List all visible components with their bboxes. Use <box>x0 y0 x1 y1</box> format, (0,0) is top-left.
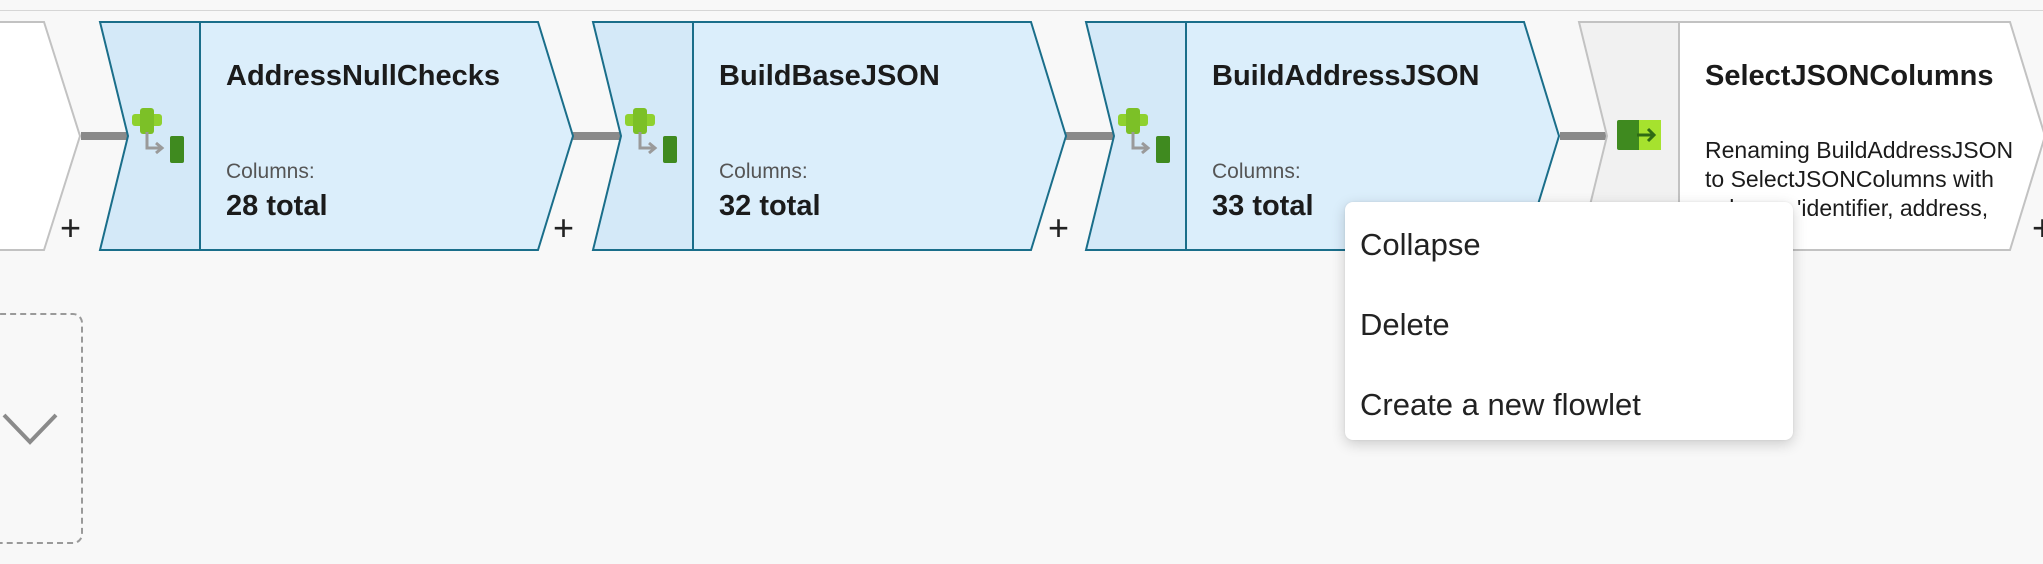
connector-line <box>1066 132 1113 140</box>
columns-count: 33 total <box>1212 190 1314 222</box>
columns-label: Columns: <box>719 160 808 183</box>
node-buildbasejson[interactable] <box>591 21 1068 251</box>
node-body <box>1186 22 1559 250</box>
node-icon-area <box>100 22 200 250</box>
node-title: BuildAddressJSON <box>1212 60 1480 92</box>
columns-label: Columns: <box>1212 160 1301 183</box>
add-transform-button[interactable]: + <box>553 207 575 248</box>
menu-item-collapse[interactable]: Collapse <box>1360 227 1481 262</box>
node-buildaddressjson[interactable] <box>1084 21 1561 251</box>
columns-label: Columns: <box>226 160 315 183</box>
previous-node[interactable] <box>0 21 82 251</box>
add-transform-button[interactable]: + <box>1048 207 1070 248</box>
connector-line <box>573 132 620 140</box>
connector-line <box>1560 132 1607 140</box>
node-body <box>693 22 1066 250</box>
node-border <box>98 21 575 251</box>
node-title: BuildBaseJSON <box>719 60 940 92</box>
derived-column-icon <box>132 108 184 163</box>
columns-count: 28 total <box>226 190 328 222</box>
node-border <box>591 21 1068 251</box>
add-transform-button[interactable]: + <box>60 207 82 248</box>
node-addressnullchecks[interactable] <box>98 21 575 251</box>
select-icon <box>1617 120 1661 150</box>
menu-item-create-flowlet[interactable]: Create a new flowlet <box>1360 387 1641 422</box>
chevron-down-icon[interactable] <box>2 413 58 445</box>
node-body <box>200 22 573 250</box>
node-icon-area <box>1086 22 1186 250</box>
node-border <box>1577 21 2043 251</box>
node-body <box>1679 22 2043 250</box>
canvas-top-border <box>0 0 2043 11</box>
connector-line <box>81 132 128 140</box>
node-selectjsoncolumns[interactable] <box>1577 21 2043 251</box>
node-title: SelectJSONColumns <box>1705 60 1994 92</box>
add-transform-button[interactable]: + <box>2032 207 2043 248</box>
node-icon-area <box>593 22 693 250</box>
context-menu: Collapse Delete Create a new flowlet <box>1345 202 1793 440</box>
menu-item-delete[interactable]: Delete <box>1360 307 1450 342</box>
collapsed-flowlet-box[interactable] <box>0 313 83 544</box>
derived-column-icon <box>1118 108 1170 163</box>
derived-column-icon <box>625 108 677 163</box>
node-title: AddressNullChecks <box>226 60 500 92</box>
columns-count: 32 total <box>719 190 821 222</box>
